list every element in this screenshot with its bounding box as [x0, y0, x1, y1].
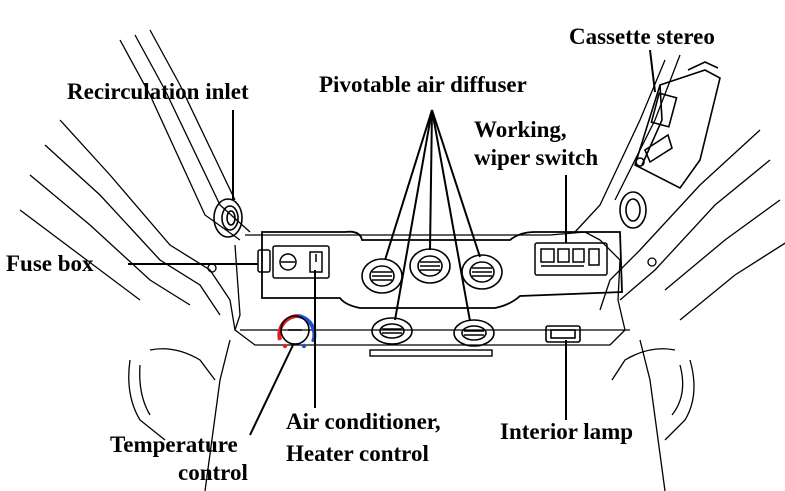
label-heater-control: Heater control: [286, 441, 429, 466]
air-diffuser-upper-left: [361, 258, 403, 294]
recirculation-inlet-part: [213, 198, 243, 238]
leader-lines: [128, 49, 656, 436]
air-diffuser-lower-right: [453, 319, 495, 347]
air-diffuser-upper-right: [461, 254, 503, 290]
temperature-knob: [277, 314, 317, 349]
interior-lamp-part: [545, 325, 581, 343]
right-screw: [647, 257, 657, 267]
label-temperature: Temperature: [110, 432, 238, 457]
air-diffuser-upper-center: [409, 248, 451, 284]
right-inlet-part: [619, 191, 647, 229]
label-air-conditioner: Air conditioner,: [286, 409, 441, 434]
air-diffuser-lower-left: [371, 317, 413, 345]
cab-frame: [19, 29, 785, 491]
label-wiper-switch: wiper switch: [474, 145, 599, 170]
label-pivotable-air-diffuser: Pivotable air diffuser: [319, 72, 527, 97]
cassette-stereo-part: [634, 61, 721, 190]
label-interior-lamp: Interior lamp: [500, 419, 634, 444]
control-panel: [261, 230, 623, 309]
label-cassette-stereo: Cassette stereo: [569, 24, 715, 49]
air-conditioner-unit: [272, 245, 330, 279]
label-working: Working,: [474, 117, 567, 142]
label-fuse-box: Fuse box: [6, 251, 94, 276]
left-screw: [207, 263, 217, 273]
wiper-switch-part: [534, 242, 608, 276]
rear-strip: [369, 349, 493, 357]
label-recirculation-inlet: Recirculation inlet: [67, 79, 249, 104]
label-control: control: [178, 460, 248, 485]
fuse-box-part: [257, 249, 271, 273]
